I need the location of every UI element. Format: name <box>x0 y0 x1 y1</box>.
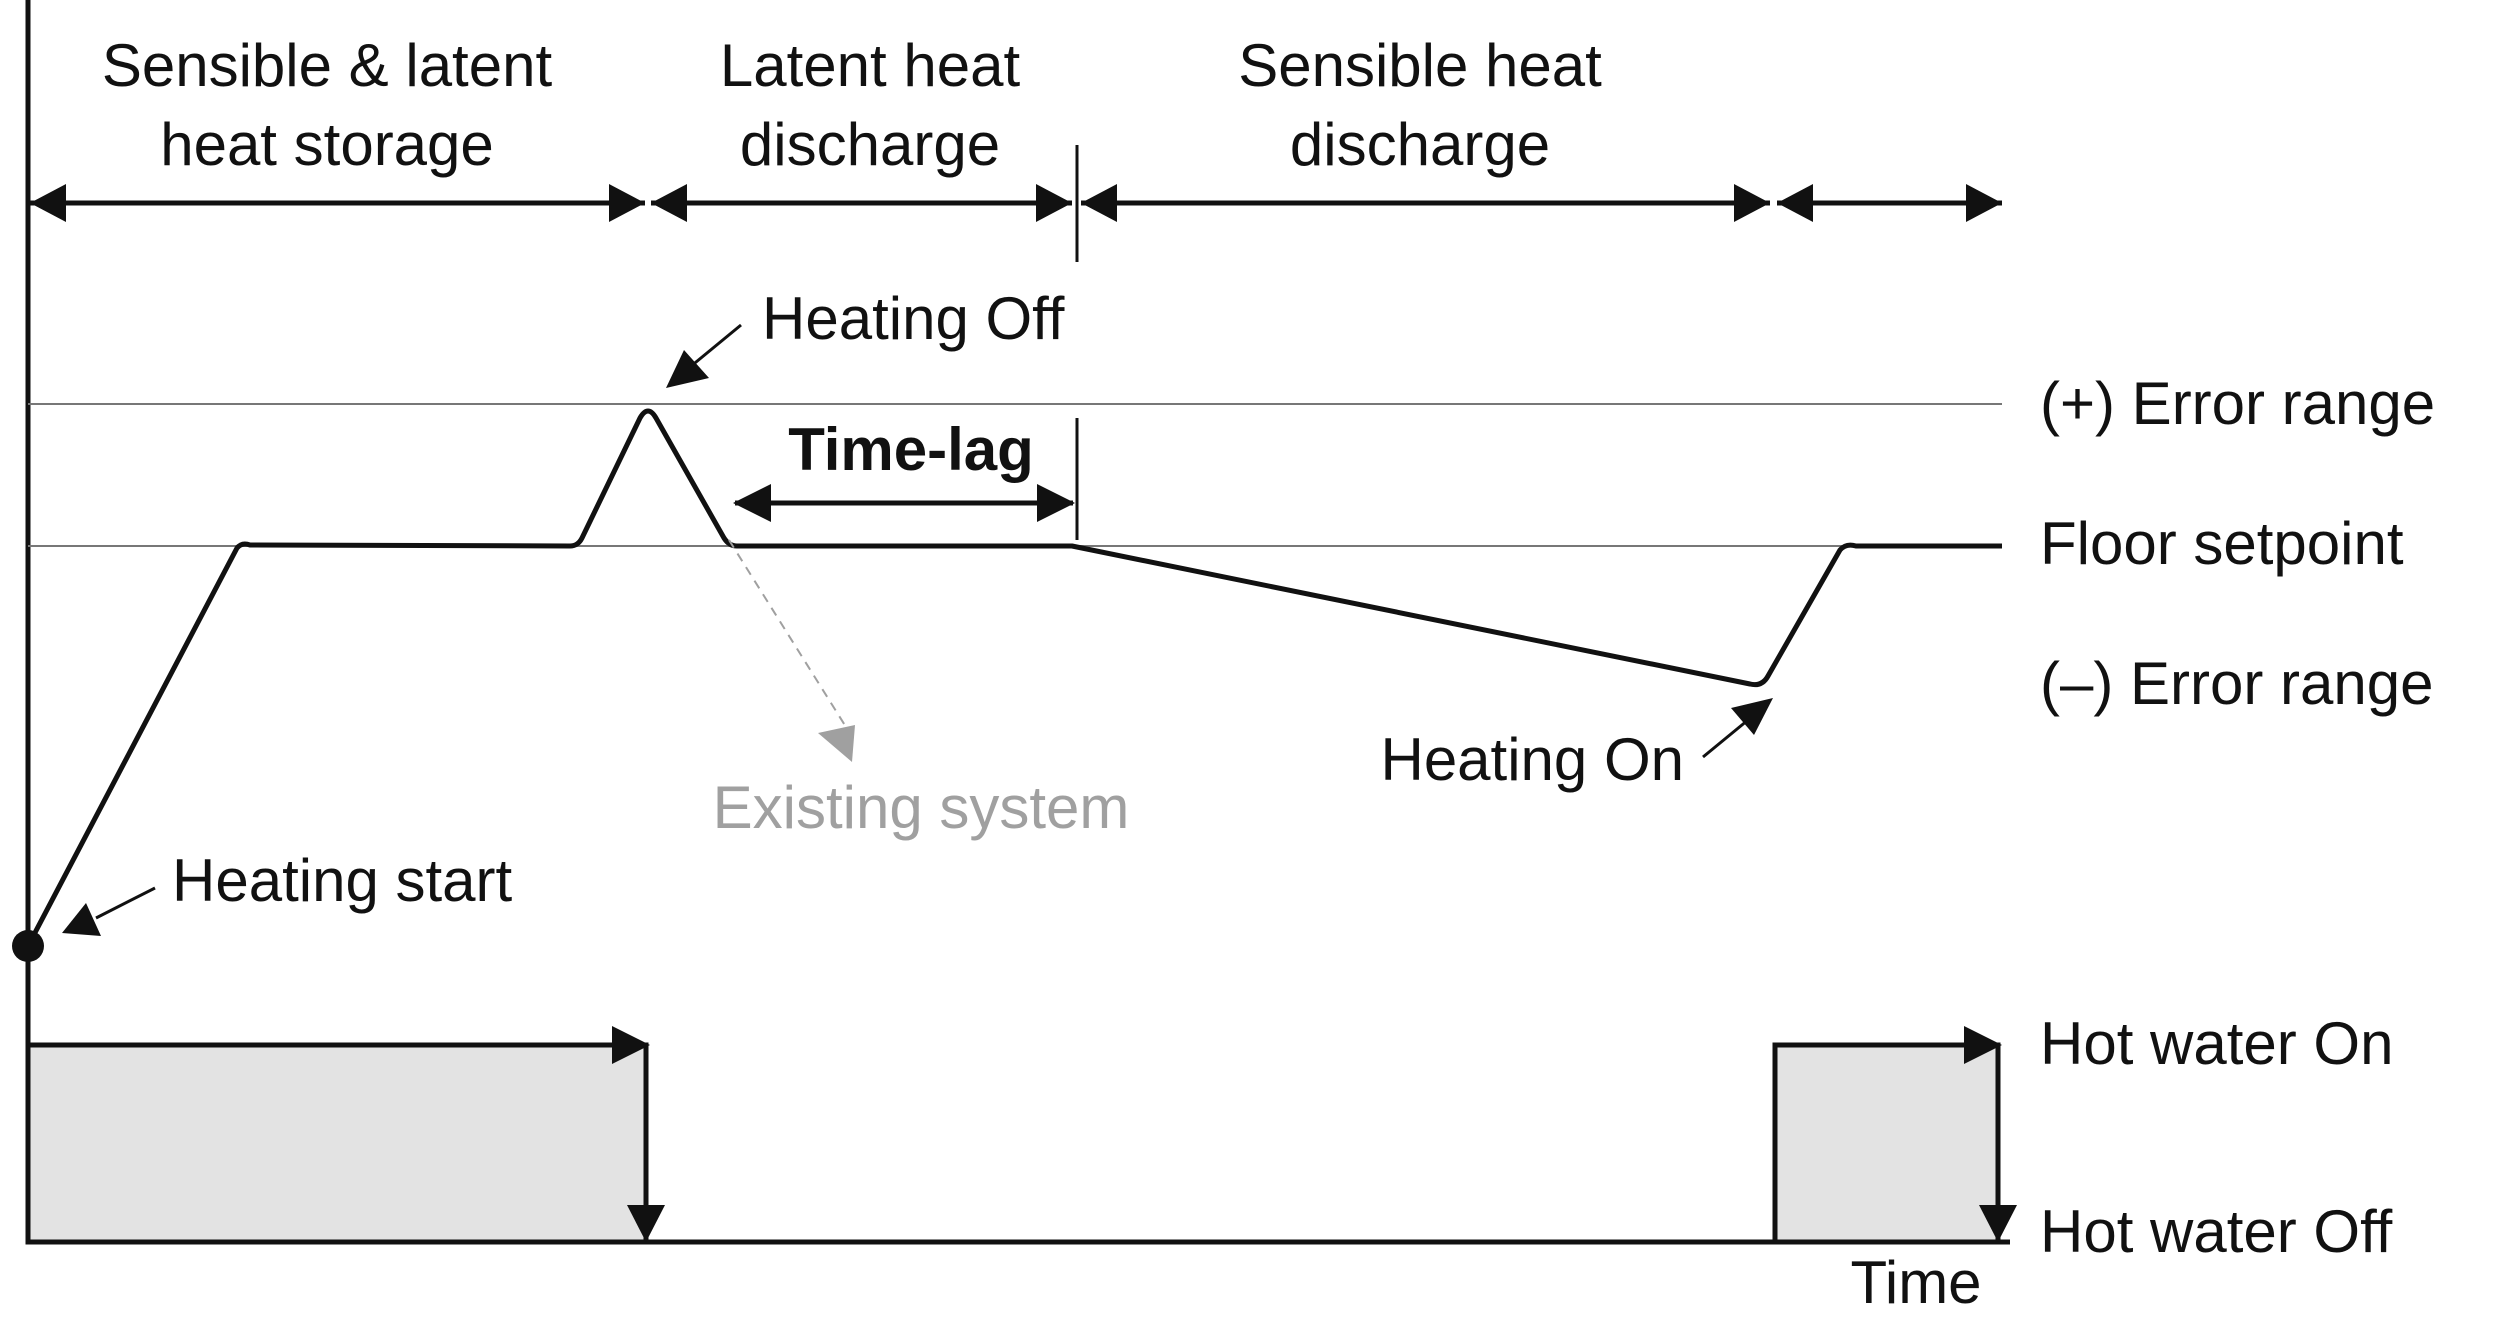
floor-temperature-curve <box>25 408 2002 948</box>
phase-storage-label-line2: heat storage <box>160 111 494 178</box>
phase-storage-label-line1: Sensible & latent <box>102 32 553 99</box>
phase-sensible-label-line2: discharge <box>1290 111 1550 178</box>
x-axis-label: Time <box>1850 1249 1981 1316</box>
heating-start-pointer <box>95 886 156 920</box>
heating-on-arrowhead <box>1731 698 1773 735</box>
hot-water-on-label: Hot water On <box>2040 1010 2393 1077</box>
setpoint-label: Floor setpoint <box>2040 510 2404 577</box>
phase-sensible-label-line1: Sensible heat <box>1238 32 1602 99</box>
heating-off-arrowhead <box>666 350 709 388</box>
heating-start-arrowhead <box>62 903 101 936</box>
phase-spans <box>30 145 2002 262</box>
hot-water-off-label: Hot water Off <box>2040 1198 2393 1265</box>
heating-on-label: Heating On <box>1380 726 1684 793</box>
time-lag-span <box>733 418 1079 540</box>
hot-water-pulse-1-down-arrowhead <box>627 1205 665 1242</box>
upper-error-label: (+) Error range <box>2040 370 2435 437</box>
hot-water-pulse-2-down-arrowhead <box>1979 1205 2017 1242</box>
existing-system-curve <box>728 539 847 728</box>
heating-on-pointer <box>1702 718 1749 759</box>
hot-water-pulse-1 <box>25 1042 649 1245</box>
lower-error-label: (–) Error range <box>2040 650 2433 717</box>
heating-start-dot <box>12 930 44 962</box>
heating-off-label: Heating Off <box>762 285 1065 352</box>
existing-system-arrowhead <box>818 725 855 762</box>
heating-start-label: Heating start <box>172 847 512 914</box>
time-lag-label: Time-lag <box>788 416 1034 483</box>
phase-latent-label-line1: Latent heat <box>720 32 1021 99</box>
hot-water-pulse-2-top-arrowhead <box>1964 1026 2002 1064</box>
hot-water-pulse-2 <box>1772 1042 2001 1245</box>
existing-system-label: Existing system <box>713 774 1130 841</box>
phase-latent-label-line2: discharge <box>740 111 1000 178</box>
hot-water-pulse-1-top-arrowhead <box>612 1026 650 1064</box>
heating-off-pointer <box>689 323 742 369</box>
